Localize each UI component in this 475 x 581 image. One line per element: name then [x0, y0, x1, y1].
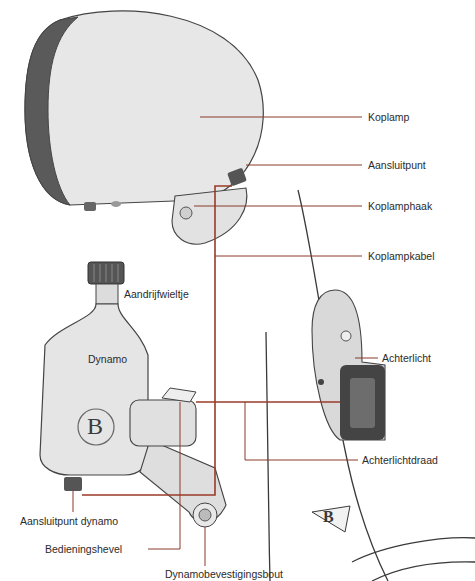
rear-light-wire [196, 401, 340, 403]
logo-letter: B [87, 414, 103, 438]
frame-tube [266, 332, 270, 581]
part-label: Aandrijfwieltje [124, 287, 189, 301]
control-lever [162, 388, 196, 402]
leader-lines [73, 117, 378, 566]
bicycle-frame [266, 190, 475, 581]
dynamo-mount-cylinder [130, 400, 196, 446]
chainstay [352, 538, 475, 562]
logo-letter: B [323, 509, 334, 525]
leader-line [148, 402, 180, 549]
part-label: Koplamp [368, 110, 409, 124]
mounting-bolt [193, 503, 217, 527]
headlamp-hook [172, 188, 247, 244]
leader-line [245, 402, 358, 460]
dynamo-neck [96, 284, 118, 304]
leader-line [73, 491, 74, 512]
headlamp-screw [111, 201, 121, 207]
mounting-bolt [199, 509, 211, 521]
part-label: Aansluitpunt dynamo [20, 514, 118, 528]
chainstay [372, 562, 475, 581]
fender-line [298, 190, 388, 581]
headlamp-body [25, 11, 263, 205]
rear-light-screw [318, 379, 324, 385]
wiring [82, 186, 340, 495]
rear-light-body [312, 290, 385, 440]
part-label: Achterlicht [382, 351, 431, 365]
headlamp-terminal [227, 168, 247, 187]
hook-hole [180, 207, 192, 219]
frame-badge [312, 506, 350, 532]
rear-light-button [341, 331, 351, 341]
leader-line [200, 117, 362, 118]
drive-wheel-knurl [94, 264, 118, 282]
headlamp-screw [84, 202, 96, 211]
part-label: Koplamphaak [368, 199, 432, 213]
part-label: Dynamobevestigingsbout [165, 567, 283, 581]
leader-line [205, 527, 206, 566]
leader-line [194, 206, 362, 207]
dynamo-body [40, 304, 148, 475]
part-label: Koplampkabel [368, 249, 435, 263]
headlamp-cable [82, 186, 232, 495]
rear-reflector [340, 365, 385, 440]
leader-line [246, 165, 362, 166]
part-label: Aansluitpunt [368, 158, 426, 172]
rear-reflector-lens [350, 378, 375, 428]
dynamo-logo-ring [78, 409, 114, 445]
leader-line [355, 358, 378, 359]
headlamp-rim [25, 17, 78, 205]
dynamo-terminal [64, 477, 82, 491]
part-label: Achterlichtdraad [362, 453, 438, 467]
drive-wheel [88, 262, 124, 284]
part-label: Bedieningshevel [45, 542, 122, 556]
part-label: Dynamo [88, 352, 127, 366]
leader-line [215, 256, 362, 257]
